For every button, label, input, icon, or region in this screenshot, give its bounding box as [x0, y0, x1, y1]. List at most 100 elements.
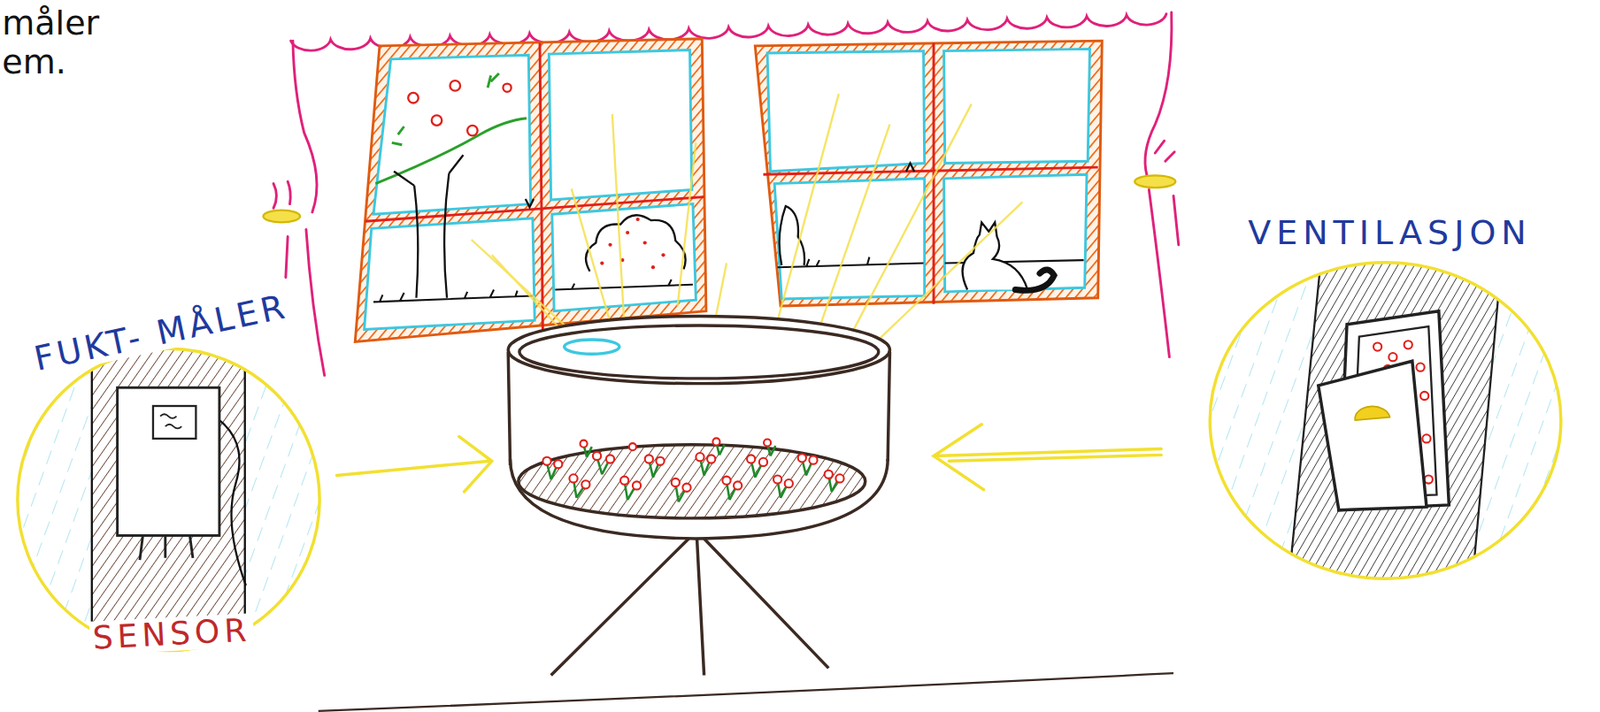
window: [525, 199, 534, 208]
curtain: [1154, 140, 1175, 162]
window: [600, 261, 604, 265]
callout-subtitle: SENSOR: [88, 613, 254, 656]
sensor-detail: [219, 420, 247, 586]
window: [502, 84, 511, 93]
callout-heading: VENTILASJON: [1245, 215, 1535, 251]
sun-ray: [492, 254, 568, 337]
seedlings: [581, 480, 590, 489]
window: [354, 38, 707, 343]
seedlings: [592, 452, 601, 461]
window: [407, 80, 511, 136]
seedlings: [606, 454, 615, 463]
window: [554, 279, 693, 291]
sun-ray: [677, 142, 697, 307]
vent-detail: [1388, 353, 1397, 362]
sensor-detail: [160, 414, 182, 429]
window: [906, 163, 915, 172]
window: [777, 257, 924, 269]
window: [365, 42, 705, 337]
seedlings: [763, 438, 771, 447]
sensor-detail: [117, 387, 220, 536]
sun-ray: [471, 93, 1024, 339]
seedlings: [707, 454, 716, 463]
planter: [318, 316, 1174, 712]
window: [754, 40, 1102, 307]
window: [754, 40, 1102, 307]
vent-detail: [1420, 392, 1429, 400]
seedlings: [671, 478, 680, 487]
curtain-tie: [262, 210, 300, 224]
window: [450, 80, 462, 92]
curtain: [1173, 195, 1179, 245]
curtain: [287, 181, 291, 204]
window: [651, 265, 655, 270]
window: [364, 50, 697, 331]
seedlings: [712, 438, 720, 446]
sensor-detail: [0, 337, 347, 675]
window: [944, 174, 1087, 293]
sun-ray: [571, 188, 615, 337]
planter: [551, 538, 830, 677]
seedlings: [632, 481, 641, 490]
window: [373, 54, 531, 215]
window: [393, 154, 463, 298]
curtain: [273, 184, 277, 209]
window: [643, 240, 647, 245]
window: [962, 222, 1029, 290]
vent-detail: [1422, 434, 1431, 443]
window: [467, 125, 478, 137]
planter: [318, 673, 1174, 712]
seedlings: [682, 484, 691, 493]
sensor-detail: [0, 337, 347, 675]
window: [607, 243, 612, 247]
pointer-arrow: [337, 424, 1162, 493]
window: [600, 217, 665, 270]
curtain: [285, 237, 288, 278]
circle-outline: [1201, 204, 1590, 593]
sensor-detail: [139, 535, 193, 561]
window: [1015, 269, 1054, 291]
seedlings: [746, 454, 755, 463]
sun-ray: [879, 201, 1023, 339]
window: [392, 73, 500, 146]
curtain-tie: [1134, 175, 1176, 188]
pointer-arrow: [337, 437, 493, 493]
callout-circle: FUKT- MÅLER SENSOR: [5, 273, 350, 670]
window: [767, 51, 925, 172]
vent-detail: [1373, 343, 1382, 352]
window: [431, 115, 443, 126]
window: [354, 38, 707, 343]
window: [548, 50, 692, 201]
window: [585, 215, 686, 272]
callout-circle: VENTILASJON: [1201, 204, 1590, 593]
vent-detail: [1287, 254, 1502, 593]
curtain: [1148, 190, 1170, 358]
sun-ray: [612, 114, 625, 329]
seedlings: [569, 474, 577, 483]
planter: [564, 339, 620, 354]
seedlings: [695, 453, 704, 462]
window: [625, 230, 630, 235]
seedlings: [580, 440, 588, 448]
circle-outline: [1210, 261, 1562, 578]
window: [407, 92, 419, 104]
seedlings: [824, 470, 833, 479]
seedlings: [798, 453, 807, 462]
callout-heading: FUKT- MÅLER: [28, 287, 293, 377]
seedlings: [542, 457, 551, 466]
vent-detail: [1415, 363, 1424, 372]
curtain: [292, 40, 317, 213]
window: [636, 217, 640, 222]
sensor-detail: [153, 406, 196, 439]
vent-detail: [1354, 406, 1390, 421]
sun-ray: [775, 93, 839, 329]
seedlings: [784, 479, 793, 488]
seedlings: [722, 476, 731, 485]
circle-outline: [17, 348, 320, 651]
seedlings: [553, 460, 562, 469]
caption-fragment: måler: [1, 6, 100, 42]
window: [762, 42, 1098, 304]
seedlings: [546, 443, 839, 503]
vent-detail: [1318, 361, 1427, 510]
